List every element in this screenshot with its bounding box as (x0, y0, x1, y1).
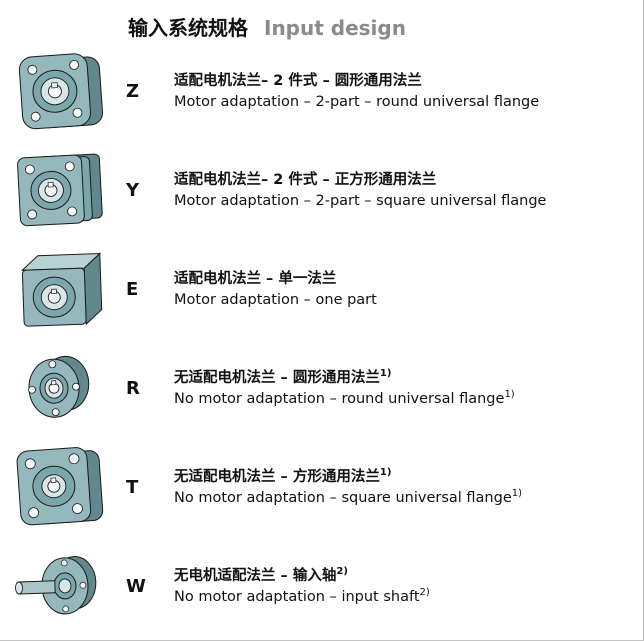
design-description: 适配电机法兰 – 单一法兰 Motor adaptation – one par… (166, 268, 643, 311)
design-description: 无电机适配法兰 – 输入轴2) No motor adaptation – in… (166, 565, 643, 608)
design-code: R (126, 378, 140, 399)
design-description: 无适配电机法兰 – 圆形通用法兰1) No motor adaptation –… (166, 367, 643, 410)
design-description: 无适配电机法兰 – 方形通用法兰1) No motor adaptation –… (166, 466, 643, 509)
square-universal-flange-icon (16, 446, 104, 525)
design-code: W (126, 576, 146, 597)
design-code: E (126, 279, 139, 300)
illustration-e (0, 243, 126, 337)
illustration-z (0, 45, 126, 139)
description-english: No motor adaptation – round universal fl… (174, 389, 515, 408)
table-row-e: E 适配电机法兰 – 单一法兰 Motor adaptation – one p… (0, 240, 643, 339)
table-row-r: R 无适配电机法兰 – 圆形通用法兰1) No motor adaptation… (0, 339, 643, 438)
footnote-marker: 2) (419, 587, 430, 599)
illustration-r (0, 342, 126, 436)
description-english: No motor adaptation – input shaft2) (174, 587, 430, 606)
illustration-t (0, 441, 126, 535)
table-row-w: W 无电机适配法兰 – 输入轴2) No motor adaptation – … (0, 537, 643, 636)
design-code: Z (126, 81, 140, 102)
two-part-round-flange-icon (18, 52, 104, 129)
table-row-t: T 无适配电机法兰 – 方形通用法兰1) No motor adaptation… (0, 438, 643, 537)
one-part-flange-icon (20, 251, 103, 327)
description-chinese: 适配电机法兰– 2 件式 – 正方形通用法兰 (174, 171, 437, 188)
design-description: 适配电机法兰– 2 件式 – 正方形通用法兰 Motor adaptation … (166, 169, 643, 212)
two-part-square-flange-icon (17, 153, 103, 226)
footnote-marker: 1) (504, 389, 515, 401)
input-shaft-icon (15, 555, 97, 614)
description-english: Motor adaptation – 2-part – square unive… (174, 193, 547, 210)
input-design-table: Z 适配电机法兰– 2 件式 – 圆形通用法兰 Motor adaptation… (0, 42, 643, 636)
design-description: 适配电机法兰– 2 件式 – 圆形通用法兰 Motor adaptation –… (166, 70, 643, 113)
footnote-marker: 1) (379, 367, 392, 379)
footnote-marker: 1) (379, 466, 392, 478)
description-chinese: 无电机适配法兰 – 输入轴2) (174, 565, 348, 584)
round-universal-flange-icon (28, 355, 90, 418)
illustration-w (0, 540, 126, 634)
illustration-y (0, 144, 126, 238)
design-code: Y (126, 180, 140, 201)
footnote-marker: 1) (511, 488, 522, 500)
design-code: T (126, 477, 139, 498)
footnote-marker: 2) (336, 565, 348, 577)
description-chinese: 适配电机法兰– 2 件式 – 圆形通用法兰 (174, 72, 422, 89)
description-chinese: 适配电机法兰 – 单一法兰 (174, 270, 337, 287)
description-english: No motor adaptation – square universal f… (174, 488, 522, 507)
description-english: Motor adaptation – one part (174, 292, 377, 309)
page-title-chinese: 输入系统规格 (128, 16, 248, 40)
table-row-z: Z 适配电机法兰– 2 件式 – 圆形通用法兰 Motor adaptation… (0, 42, 643, 141)
description-english: Motor adaptation – 2-part – round univer… (174, 94, 540, 111)
table-row-y: Y 适配电机法兰– 2 件式 – 正方形通用法兰 Motor adaptatio… (0, 141, 643, 240)
page-title: 输入系统规格 Input design (128, 12, 406, 41)
page-title-english: Input design (264, 16, 406, 40)
description-chinese: 无适配电机法兰 – 圆形通用法兰1) (174, 367, 392, 386)
description-chinese: 无适配电机法兰 – 方形通用法兰1) (174, 466, 392, 485)
